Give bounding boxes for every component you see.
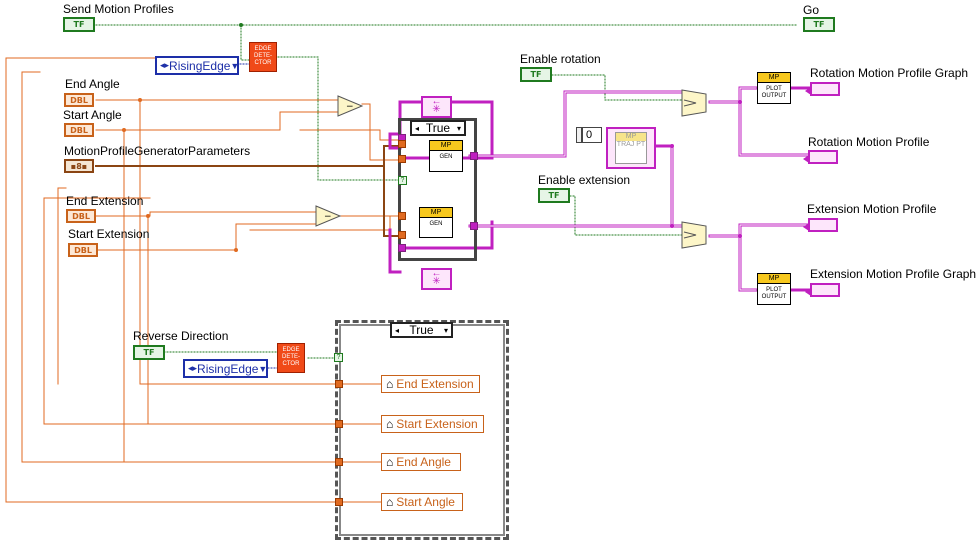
tunnel-end-angle-bottom	[335, 458, 343, 466]
local-var-start-extension[interactable]: ⌂Start Extension	[381, 415, 484, 433]
edge-detector-top[interactable]: EDGE DETE- CTOR	[249, 42, 277, 72]
tunnel-end-angle	[398, 155, 406, 163]
tunnel-start-extension-bottom	[335, 420, 343, 428]
rotation-profile-label: Rotation Motion Profile	[808, 135, 930, 149]
enum-spin-icon[interactable]: ◂▸	[188, 363, 198, 373]
tunnel-start-angle	[398, 140, 406, 148]
local-var-label: Start Extension	[396, 417, 478, 431]
shift-register-left-bottom[interactable]	[398, 244, 406, 252]
subvi-header: MP	[420, 208, 452, 218]
enum-value: RisingEdge	[169, 58, 231, 73]
mp-gen-extension[interactable]: MP GEN	[419, 207, 453, 238]
reverse-direction-terminal[interactable]: TF	[133, 345, 165, 360]
mp-gen-rotation[interactable]: MP GEN	[429, 140, 463, 172]
extension-profile-label: Extension Motion Profile	[807, 202, 937, 216]
rising-edge-enum-top[interactable]: ◂▸ RisingEdge ▼	[155, 56, 239, 75]
numeric-constant[interactable]: 0	[582, 127, 602, 143]
extension-profile-terminal[interactable]	[803, 218, 838, 232]
enum-spin-icon[interactable]: ◂▸	[160, 60, 170, 70]
rotation-profile-terminal[interactable]	[803, 150, 838, 164]
rotation-graph-terminal[interactable]	[805, 82, 840, 96]
chevron-down-icon[interactable]: ▼	[230, 60, 240, 71]
rotation-graph-label: Rotation Motion Profile Graph	[810, 66, 969, 80]
mp-generator-params-terminal[interactable]: ▪8▪	[64, 159, 94, 173]
tunnel-start-angle-bottom	[335, 498, 343, 506]
extension-graph-terminal[interactable]	[805, 283, 840, 297]
case-selector-top[interactable]: ◂ True ▾	[410, 120, 466, 136]
mp-generator-params-label: MotionProfileGeneratorParameters	[64, 144, 251, 158]
traj-pt-constant[interactable]: MP TRAJ PT	[606, 127, 656, 169]
go-label: Go	[803, 3, 820, 17]
tunnel-end-extension	[398, 212, 406, 220]
array-index-icon[interactable]	[576, 127, 582, 143]
case-structure-top[interactable]	[398, 118, 477, 261]
enable-rotation-terminal[interactable]: TF	[520, 67, 552, 82]
local-var-start-angle[interactable]: ⌂Start Angle	[381, 493, 463, 511]
feedback-array-bottom[interactable]: ←✳	[421, 268, 452, 290]
house-icon: ⌂	[386, 377, 394, 391]
rising-edge-enum-bottom[interactable]: ◂▸ RisingEdge ▼	[183, 359, 268, 378]
selector-dropdown-icon[interactable]: ▾	[456, 123, 461, 133]
end-extension-label: End Extension	[66, 194, 144, 208]
tunnel-end-extension-bottom	[335, 380, 343, 388]
local-var-end-extension[interactable]: ⌂End Extension	[381, 375, 480, 393]
traj-header: MP	[616, 133, 646, 141]
plot-output-extension[interactable]: MP PLOT OUTPUT	[757, 273, 791, 305]
send-motion-profiles-label: Send Motion Profiles	[63, 2, 174, 16]
subvi-header: MP	[430, 141, 462, 151]
case-selector-value: True	[425, 121, 451, 135]
traj-body: TRAJ PT	[616, 141, 646, 148]
start-angle-terminal[interactable]: DBL	[64, 123, 94, 137]
subvi-body: GEN	[439, 154, 453, 160]
start-extension-label: Start Extension	[68, 227, 150, 241]
subvi-body: GEN	[429, 221, 443, 227]
subtract-node-extension	[315, 205, 342, 227]
subvi-body: PLOT OUTPUT	[761, 287, 787, 300]
subvi-body: PLOT OUTPUT	[761, 86, 787, 99]
svg-text:−: −	[346, 102, 354, 112]
subvi-header: MP	[758, 274, 790, 284]
svg-text:−: −	[324, 212, 332, 222]
subtract-node-angle	[337, 95, 364, 117]
edge-detector-bottom[interactable]: EDGE DETE- CTOR	[277, 343, 305, 373]
local-var-label: End Angle	[396, 455, 451, 469]
plot-output-rotation[interactable]: MP PLOT OUTPUT	[757, 72, 791, 104]
start-extension-terminal[interactable]: DBL	[68, 243, 98, 257]
house-icon: ⌂	[386, 455, 394, 469]
local-var-label: End Extension	[396, 377, 474, 391]
shift-register-right-top[interactable]	[470, 152, 478, 160]
case-selector-terminal-bottom: ?	[334, 353, 343, 362]
selector-left-arrow-icon[interactable]: ◂	[415, 123, 420, 133]
enum-value: RisingEdge	[197, 361, 259, 376]
enable-rotation-label: Enable rotation	[520, 52, 601, 66]
end-angle-label: End Angle	[65, 77, 120, 91]
local-var-label: Start Angle	[396, 495, 455, 509]
house-icon: ⌂	[386, 417, 394, 431]
go-terminal[interactable]: TF	[803, 17, 835, 32]
end-extension-terminal[interactable]: DBL	[66, 209, 96, 223]
send-motion-profiles-terminal[interactable]: TF	[63, 17, 95, 32]
enable-extension-terminal[interactable]: TF	[538, 188, 570, 203]
chevron-down-icon[interactable]: ▼	[258, 363, 268, 374]
shift-register-right-bottom[interactable]	[470, 222, 478, 230]
case-structure-bottom[interactable]	[335, 320, 509, 540]
reverse-direction-label: Reverse Direction	[133, 329, 229, 343]
enable-extension-label: Enable extension	[538, 173, 631, 187]
start-angle-label: Start Angle	[63, 108, 122, 122]
case-selector-bottom[interactable]: ◂ True ▾	[390, 322, 453, 338]
house-icon: ⌂	[386, 495, 394, 509]
case-selector-terminal-top: ?	[398, 176, 407, 185]
selector-dropdown-icon[interactable]: ▾	[443, 325, 448, 335]
subvi-header: MP	[758, 73, 790, 83]
selector-left-arrow-icon[interactable]: ◂	[395, 325, 400, 335]
local-var-end-angle[interactable]: ⌂End Angle	[381, 453, 461, 471]
feedback-array-top[interactable]: ←✳	[421, 96, 452, 118]
case-selector-value: True	[409, 323, 434, 337]
tunnel-start-extension	[398, 231, 406, 239]
end-angle-terminal[interactable]: DBL	[64, 93, 94, 107]
extension-graph-label: Extension Motion Profile Graph	[810, 267, 977, 281]
